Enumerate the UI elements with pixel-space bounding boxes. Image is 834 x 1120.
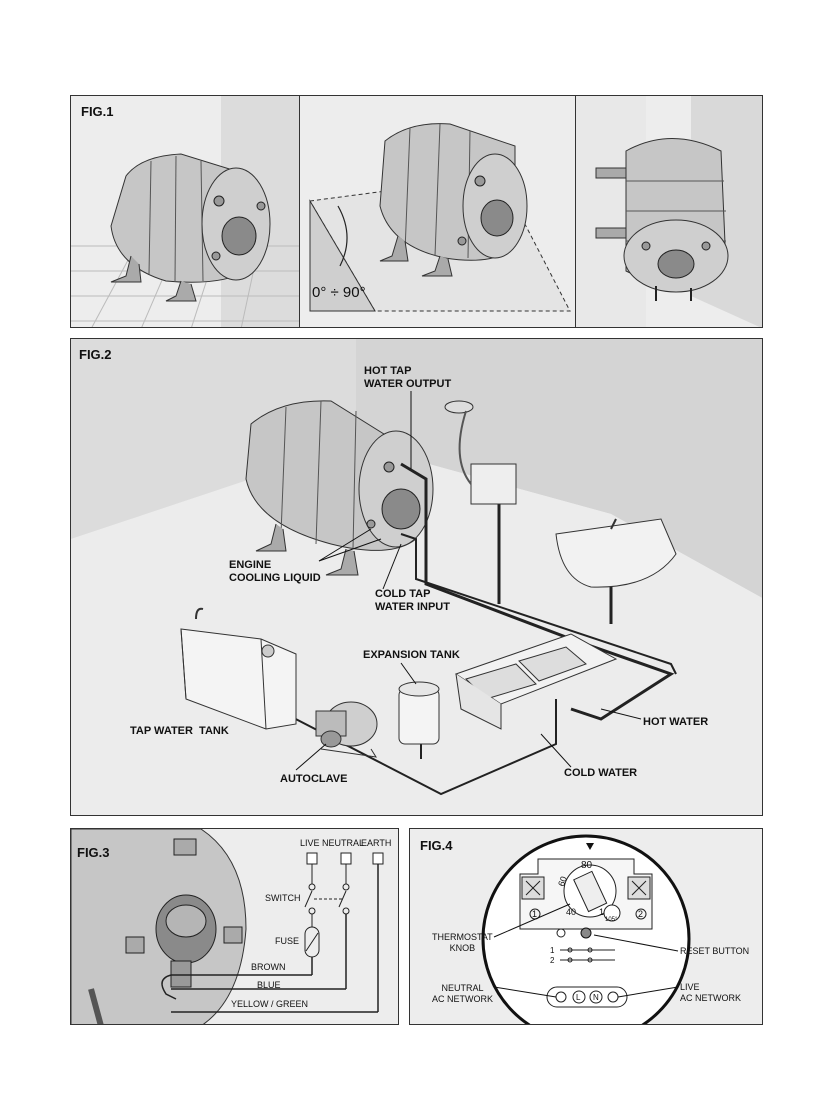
fig2-leader-lines — [295, 391, 642, 771]
reset-button-label: RESET BUTTON — [680, 946, 750, 956]
live-label: LIVE — [300, 838, 320, 848]
engine-cooling-label: ENGINE COOLING LIQUID — [229, 559, 321, 584]
dial-small: 1 — [599, 907, 605, 917]
neutral-ac-label: NEUTRAL AC NETWORK — [432, 983, 494, 1004]
switch-label: SWITCH — [265, 893, 301, 903]
fig2-label: FIG.2 — [79, 347, 112, 362]
temp-limit-label: 105° — [605, 917, 618, 923]
circuit-symbol — [560, 947, 615, 963]
autoclave-label: AUTOCLAVE — [280, 773, 348, 785]
boiler — [110, 153, 271, 302]
terminal-2-label: 2 — [638, 909, 644, 919]
fuse-label: FUSE — [275, 936, 300, 946]
wiring — [161, 852, 384, 1013]
ac-terminal-strip — [546, 986, 628, 1008]
fig2-panel: FIG.2 HOT TAP WATER OUTPUT ENGINE COOLIN… — [70, 338, 763, 816]
cold-water-label: COLD WATER — [564, 767, 638, 779]
fig3-label: FIG.3 — [77, 845, 110, 860]
yellow-green-label: YELLOW / GREEN — [231, 999, 309, 1009]
tilt-angle-label: 0° ÷ 90° — [312, 284, 366, 301]
expansion-tank-label: EXPANSION TANK — [363, 649, 460, 661]
fig1-panel-a: FIG.1 — [70, 95, 300, 328]
fig1-b-illustration — [309, 123, 571, 312]
brown-label: BROWN — [251, 962, 286, 972]
cold-tap-input-label: COLD TAP WATER INPUT — [375, 588, 450, 613]
tilt-wedge — [309, 199, 376, 312]
fig4-label: FIG.4 — [420, 838, 453, 853]
thermostat-knob-label: THERMOSTAT KNOB — [432, 932, 493, 953]
kitchen-sink — [454, 633, 618, 730]
dial-40: 40 — [566, 907, 577, 917]
fig1-panel-c — [575, 95, 763, 328]
wall-left — [71, 339, 356, 539]
hot-tap-output-label: HOT TAP WATER OUTPUT — [364, 365, 452, 390]
fig3-panel: FIG.3 LIVE NEUTRAL EARTH SWITCH FUSE BRO… — [70, 828, 399, 1025]
boiler — [245, 400, 434, 576]
earth-label: EARTH — [361, 838, 392, 848]
autoclave-pump — [315, 701, 378, 758]
live-ac-label: LIVE AC NETWORK — [680, 982, 742, 1003]
earth-mark — [556, 928, 566, 938]
tap-water-tank — [180, 607, 297, 730]
blue-label: BLUE — [257, 980, 281, 990]
expansion-tank — [398, 681, 440, 745]
washbasin — [555, 518, 677, 588]
reset-button[interactable] — [580, 927, 592, 939]
terminal-2-mark — [635, 908, 647, 920]
neutral-label: NEUTRAL — [322, 838, 365, 848]
knob-pointer — [586, 843, 594, 850]
shower — [444, 400, 517, 505]
dial-80: 80 — [581, 860, 593, 871]
fig1-label: FIG.1 — [81, 104, 114, 119]
fig4-leader-lines — [493, 903, 679, 998]
knob-grip[interactable] — [573, 870, 608, 913]
terminal-N — [589, 990, 603, 1004]
fig1-c-illustration — [576, 96, 762, 327]
fig4-illustration — [481, 834, 691, 1024]
terminal-L-label: L — [576, 993, 581, 1002]
fig4-panel: FIG.4 60 80 40 1 1 2 105° 1 2 L N THERMO… — [409, 828, 763, 1025]
tap-water-tank-label: TAP WATER TANK — [130, 725, 229, 737]
fig2-illustration — [71, 339, 762, 815]
fig1-a-illustration — [71, 96, 299, 327]
boiler-vertical — [595, 138, 729, 301]
fig1-panel-b: 0° ÷ 90° — [299, 95, 576, 328]
line-code-2: 2 — [550, 956, 555, 965]
angle-arc — [337, 205, 348, 267]
line-code-1: 1 — [550, 946, 555, 955]
fig3-illustration — [71, 829, 384, 1024]
terminal-1-label: 1 — [532, 909, 538, 919]
terminal-L — [572, 990, 586, 1004]
boiler — [379, 123, 528, 277]
hot-water-label: HOT WATER — [643, 716, 709, 728]
temp-limit-badge — [603, 904, 621, 922]
terminal-N-label: N — [593, 993, 599, 1002]
